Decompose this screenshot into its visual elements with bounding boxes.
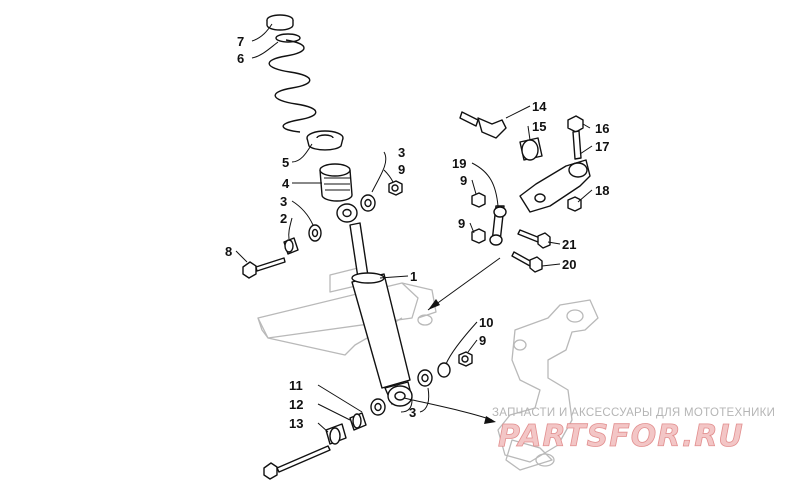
callout-10: 10 (479, 315, 493, 330)
callout-5: 5 (282, 155, 289, 170)
watermark-logo: PARTSFOR.RU (498, 419, 744, 454)
coil-spring (268, 33, 317, 133)
callout-7: 7 (237, 34, 244, 49)
callout-9: 9 (460, 173, 467, 188)
callout-4: 4 (282, 176, 290, 191)
callout-1: 1 (410, 269, 417, 284)
link-bolt-upper (517, 229, 551, 249)
bump-stop (319, 163, 353, 202)
sway-bar-bushing (519, 137, 543, 161)
callout-21: 21 (562, 237, 576, 252)
assembly-arrows (403, 257, 501, 424)
sway-arm-nut (567, 196, 582, 212)
sway-bar-arm (519, 159, 591, 213)
link-bolt-lower (511, 251, 543, 273)
callout-17: 17 (595, 139, 609, 154)
lower-nut (458, 351, 473, 367)
sway-bar-end (459, 111, 507, 139)
lower-sleeve (349, 412, 367, 431)
callout-labels: 7 6 5 4 3 9 3 2 8 14 15 16 17 19 9 18 9 … (225, 34, 609, 431)
spindle-knuckle-ghost (497, 299, 599, 471)
callout-2: 2 (280, 211, 287, 226)
upper-sleeve (283, 237, 299, 255)
spring-retainer (306, 130, 344, 151)
shock-absorber (336, 203, 413, 407)
watermark-tagline: ЗАПЧАСТИ И АКСЕССУАРЫ ДЛЯ МОТОТЕХНИКИ (492, 407, 775, 419)
upper-washer-right (360, 194, 376, 212)
lower-washer-right (417, 369, 433, 387)
upper-bolt (242, 257, 286, 279)
link-rod (489, 205, 507, 246)
callout-20: 20 (562, 257, 576, 272)
callout-9: 9 (398, 162, 405, 177)
link-nut-lower (471, 228, 486, 244)
link-nut-upper (471, 192, 486, 208)
callout-12: 12 (289, 397, 303, 412)
spring-cap (266, 14, 294, 31)
lower-spacer (437, 362, 451, 378)
callout-9: 9 (479, 333, 486, 348)
callout-14: 14 (532, 99, 547, 114)
callout-13: 13 (289, 416, 303, 431)
upper-washer-left (308, 224, 322, 242)
callout-11: 11 (289, 378, 303, 393)
lower-bolt (263, 445, 331, 480)
callout-16: 16 (595, 121, 609, 136)
callout-9: 9 (458, 216, 465, 231)
callout-15: 15 (532, 119, 546, 134)
lower-washer-left (370, 398, 386, 416)
callout-8: 8 (225, 244, 232, 259)
callout-3: 3 (398, 145, 405, 160)
callout-18: 18 (595, 183, 609, 198)
callout-3: 3 (280, 194, 287, 209)
callout-3: 3 (409, 405, 416, 420)
watermark: ЗАПЧАСТИ И АКСЕССУАРЫ ДЛЯ МОТОТЕХНИКИ PA… (492, 407, 775, 454)
callout-19: 19 (452, 156, 466, 171)
upper-nut (388, 180, 403, 196)
leader-lines (235, 23, 593, 433)
sway-arm-bolt (567, 115, 584, 160)
callout-6: 6 (237, 51, 244, 66)
lower-bushing (325, 423, 347, 445)
